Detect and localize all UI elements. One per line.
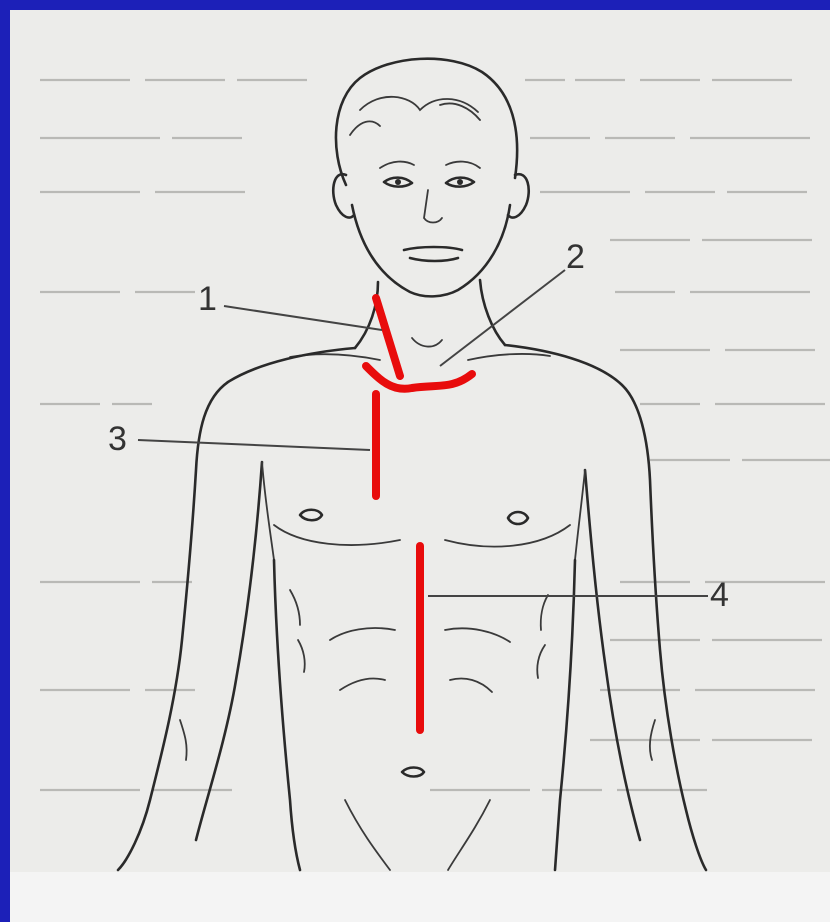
label-1: 1 — [198, 280, 217, 318]
mouth — [404, 247, 462, 261]
incision-1-neck — [376, 298, 400, 376]
left-pectoral — [274, 525, 400, 545]
left-nipple — [300, 510, 322, 521]
diagram-frame: 1 2 3 4 — [10, 10, 830, 922]
neck-right — [480, 280, 505, 345]
hair-lines — [350, 97, 480, 135]
right-nipple — [508, 512, 528, 524]
right-torso — [555, 560, 575, 870]
left-torso — [274, 560, 300, 870]
label-4: 4 — [710, 576, 729, 614]
abdomen-right — [450, 679, 492, 693]
navel — [402, 768, 424, 777]
neck-left — [355, 282, 378, 348]
leader-3 — [138, 440, 370, 450]
abdomen-left — [340, 678, 385, 690]
right-clavicle — [468, 354, 550, 360]
left-shoulder-arm — [118, 348, 355, 870]
left-inner-arm — [196, 462, 262, 840]
human-figure — [118, 59, 706, 870]
footer-band — [10, 872, 830, 922]
label-2: 2 — [566, 238, 585, 276]
face-outline — [352, 205, 510, 296]
background-texture — [40, 80, 830, 790]
label-3: 3 — [108, 420, 127, 458]
incisions — [366, 298, 472, 730]
right-ear — [508, 174, 529, 217]
right-shoulder-arm — [505, 345, 706, 870]
right-pectoral — [445, 525, 570, 547]
nose — [424, 190, 442, 223]
anatomy-diagram: 1 2 3 4 — [10, 10, 830, 922]
right-inner-arm — [585, 470, 640, 840]
leader-1 — [224, 306, 382, 330]
incision-2-collar — [366, 366, 472, 389]
